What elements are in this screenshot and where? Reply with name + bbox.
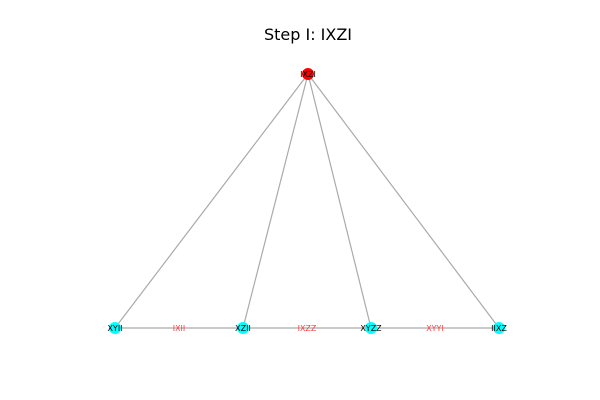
- edge-label: IXII: [173, 324, 186, 333]
- edge-label: IXZZ: [298, 324, 317, 333]
- edge-IXZI-XYII: [114, 73, 309, 329]
- node-label: XZII: [235, 324, 251, 333]
- node-XZII: XZII: [235, 322, 251, 334]
- node-IIXZ: IIXZ: [491, 322, 507, 334]
- edge-labels-layer: IXII IXZZ XYYI: [173, 324, 444, 333]
- node-label: XYII: [107, 324, 122, 333]
- node-label: IXZI: [300, 70, 316, 79]
- diagram-title: Step I: IXZI: [264, 25, 352, 44]
- nodes-layer: IXZI XYII XZII XYZZ IIXZ: [107, 68, 507, 334]
- node-marker: [302, 68, 314, 80]
- node-label: IIXZ: [491, 324, 507, 333]
- edge-IXZI-XZII: [242, 73, 309, 329]
- node-marker: [493, 322, 505, 334]
- node-XYII: XYII: [107, 322, 123, 334]
- edge-IXZI-XYZZ: [307, 73, 372, 329]
- edges-layer: [114, 73, 500, 329]
- edge-IXZI-IIXZ: [307, 73, 500, 329]
- node-marker: [109, 322, 121, 334]
- node-XYZZ: XYZZ: [360, 322, 382, 334]
- node-marker: [237, 322, 249, 334]
- node-IXZI: IXZI: [300, 68, 316, 80]
- node-label: XYZZ: [360, 324, 382, 333]
- edge-label: XYYI: [426, 324, 444, 333]
- node-marker: [365, 322, 377, 334]
